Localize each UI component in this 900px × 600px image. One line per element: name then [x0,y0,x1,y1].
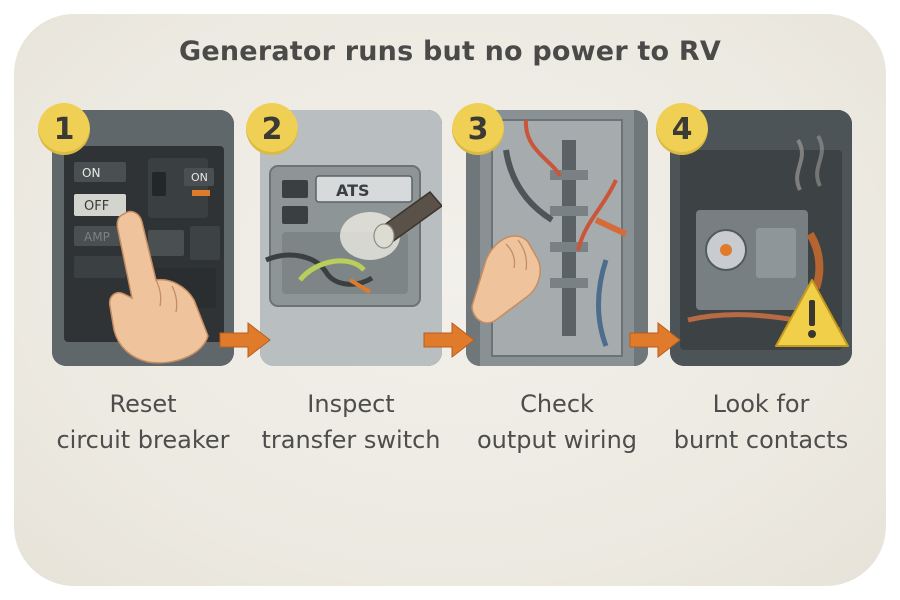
burnt-contacts-illustration [670,110,852,366]
output-wiring-illustration [466,110,648,366]
step-4-panel [670,110,852,366]
step-3-number-badge: 3 [452,103,504,155]
warning-triangle-icon [775,279,849,347]
step-4-caption: Look for burnt contacts [656,386,866,458]
ats-label: ATS [336,181,370,200]
step-2-panel: ATS [260,110,442,366]
step-3-panel [466,110,648,366]
flashlight-icon [340,190,442,260]
step-4-caption-line-1: Look for [712,390,810,418]
hand-holding-wire-icon [471,235,541,324]
step-1-caption-line-2: circuit breaker [56,426,230,454]
breaker-panel-illustration: ON OFF AMP ON [52,110,234,366]
page-title: Generator runs but no power to RV [179,36,721,67]
hand-pressing-breaker-icon [108,210,209,364]
step-1-caption: Reset circuit breaker [38,386,248,458]
amp-label: AMP [84,230,110,244]
step-1-caption-line-1: Reset [109,390,177,418]
step-3-caption-line-1: Check [520,390,594,418]
step-1-number-badge: 1 [38,103,90,155]
step-3-caption: Check output wiring [452,386,662,458]
step-2-number-badge: 2 [246,103,298,155]
arrow-right-icon [423,321,475,359]
step-2-caption: Inspect transfer switch [246,386,456,458]
off-label: OFF [84,199,109,214]
step-4-caption-line-2: burnt contacts [673,426,849,454]
step-2-caption-line-1: Inspect [307,390,395,418]
on-label: ON [82,166,100,180]
step-3-caption-line-2: output wiring [476,426,638,454]
step-2-caption-line-2: transfer switch [261,426,441,454]
arrow-right-icon [629,321,681,359]
on-right-label: ON [191,171,208,184]
step-4-number-badge: 4 [656,103,708,155]
transfer-switch-illustration: ATS [260,110,442,366]
step-1-panel: ON OFF AMP ON [52,110,234,366]
arrow-right-icon [219,321,271,359]
